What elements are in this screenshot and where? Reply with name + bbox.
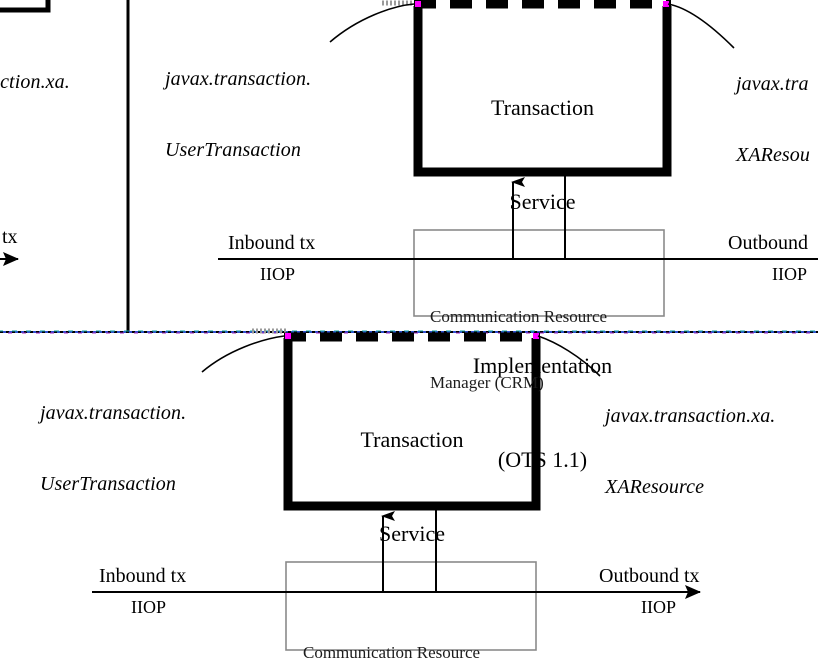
bottom-xa-resource-leader <box>537 335 601 377</box>
bottom-service-box-text: Transaction Service Implementation (OTS … <box>288 362 536 665</box>
top-crm-box-text: Communication Resource Manager (CRM) <box>430 307 608 393</box>
top-crm-box <box>413 229 665 317</box>
top-inbound-tx-label: Inbound tx <box>228 232 316 254</box>
selection-marquee <box>0 330 818 334</box>
bottom-user-transaction-label: javax.transaction. UserTransaction <box>40 402 187 495</box>
bottom-crm-box-text: Communication Resource Manager (CRM) <box>303 643 481 663</box>
bottom-box-handle-left <box>285 333 291 339</box>
bottom-service-box <box>283 332 541 511</box>
top-service-box-text: Transaction Service Implementation (OTS … <box>418 30 667 538</box>
top-user-transaction-leader <box>329 3 415 43</box>
bottom-crm-box <box>285 561 537 651</box>
top-user-transaction-label: javax.transaction. UserTransaction <box>165 68 312 161</box>
bottom-outbound-tx-label: Outbound tx <box>599 565 700 587</box>
bottom-xa-resource-label: javax.transaction.xa. XAResource <box>605 405 776 498</box>
bottom-inbound-tx-label: Inbound tx <box>99 565 187 587</box>
top-xa-resource-label: javax.tra XAResou <box>736 73 811 166</box>
bottom-outbound-protocol-label: IIOP <box>641 597 676 617</box>
top-outbound-tx-label: Outbound <box>728 232 808 254</box>
top-inbound-protocol-label: IIOP <box>260 264 295 284</box>
top-xa-resource-leader <box>667 3 735 49</box>
top-left-clipped-box <box>0 0 51 13</box>
top-left-xa-resource-label: nsaction.xa. rce <box>0 71 70 94</box>
top-service-box <box>413 0 672 177</box>
bottom-inbound-protocol-label: IIOP <box>131 597 166 617</box>
top-box-handle-right <box>663 1 669 7</box>
left-clipped-outbound-tx-label: tx <box>2 226 18 248</box>
top-outbound-protocol-label: IIOP <box>772 264 807 284</box>
top-box-handle-left <box>415 1 421 7</box>
bottom-box-handle-right <box>533 333 539 339</box>
bottom-user-transaction-leader <box>201 335 285 373</box>
